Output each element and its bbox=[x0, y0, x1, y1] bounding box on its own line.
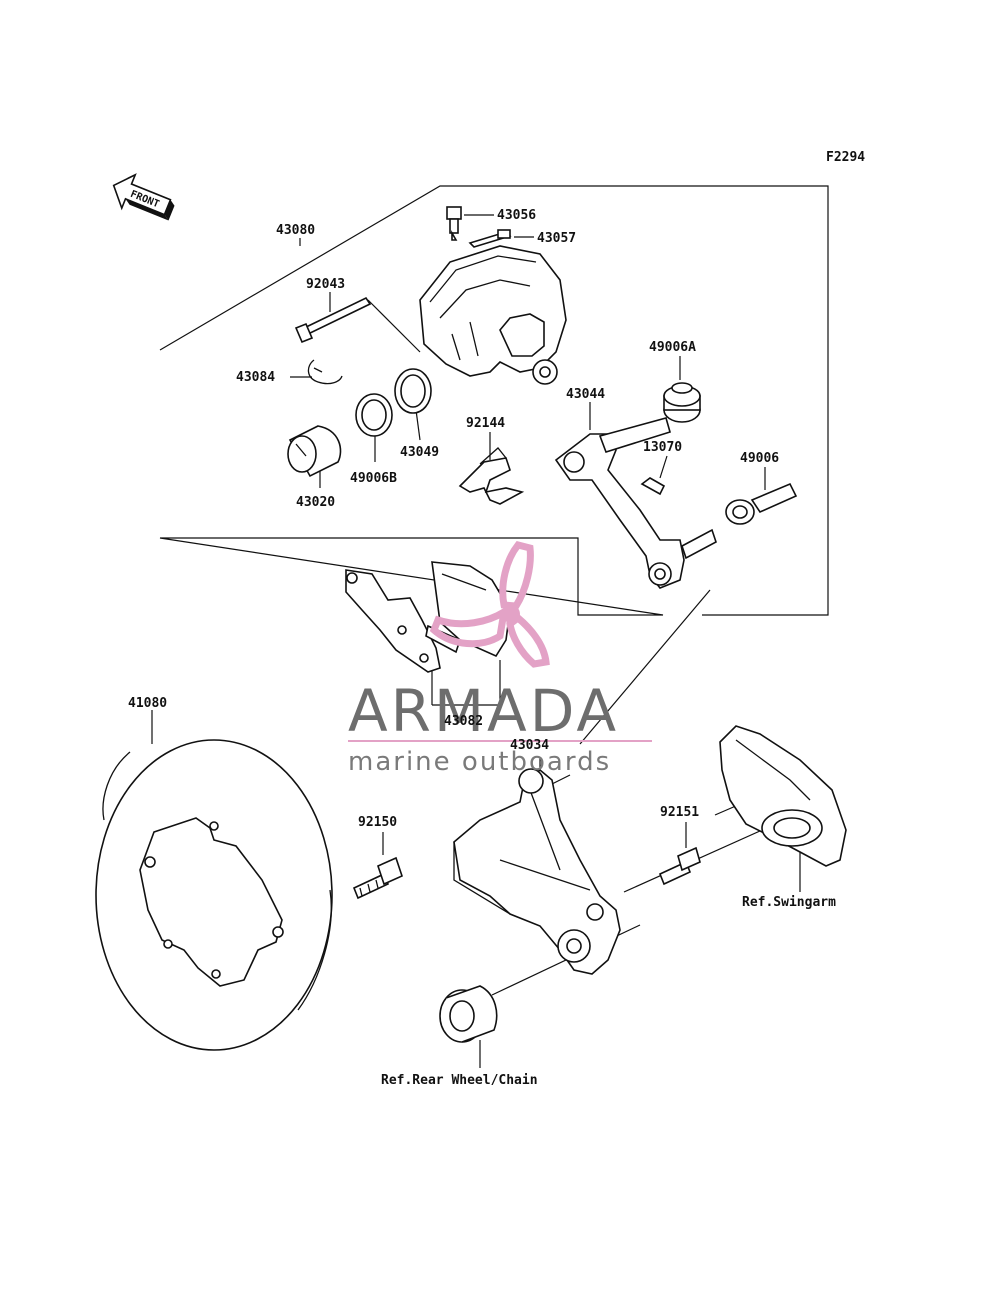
label-49006: 49006 bbox=[740, 451, 779, 466]
label-43082: 43082 bbox=[444, 714, 483, 729]
boot-49006 bbox=[725, 482, 798, 525]
piston-seal-43049 bbox=[394, 368, 432, 414]
part-labels: 43056 43057 43080 92043 43084 49006A 430… bbox=[128, 208, 836, 1088]
label-92144: 92144 bbox=[466, 416, 505, 431]
label-92043: 92043 bbox=[306, 277, 345, 292]
label-43084: 43084 bbox=[236, 370, 275, 385]
watermark-name: ARMADA bbox=[348, 677, 619, 745]
reference-rear-wheel: Ref.Rear Wheel/Chain bbox=[381, 1073, 538, 1088]
label-43049: 43049 bbox=[400, 445, 439, 460]
rear-wheel-collar-part bbox=[439, 985, 498, 1043]
label-49006b: 49006B bbox=[350, 471, 397, 486]
brake-disc-41080 bbox=[95, 739, 333, 1051]
boot-49006a bbox=[663, 382, 701, 423]
label-41080: 41080 bbox=[128, 696, 167, 711]
propeller-logo-icon bbox=[429, 541, 550, 668]
pin-clip-43084 bbox=[307, 359, 343, 385]
disc-bolt-92150 bbox=[352, 856, 403, 900]
label-43020: 43020 bbox=[296, 495, 335, 510]
reference-swingarm: Ref.Swingarm bbox=[742, 895, 836, 910]
label-92150: 92150 bbox=[358, 815, 397, 830]
pad-pin-92043 bbox=[294, 296, 372, 344]
label-92151: 92151 bbox=[660, 805, 699, 820]
brake-pads-43082 bbox=[345, 561, 511, 673]
label-43034: 43034 bbox=[510, 738, 549, 753]
plate-13070 bbox=[640, 477, 666, 496]
caliper-bracket-43034 bbox=[453, 768, 621, 975]
bleeder-valve-43056 bbox=[446, 206, 462, 241]
dust-seal-49006b bbox=[355, 393, 393, 437]
bracket-bolt-92151 bbox=[658, 846, 701, 886]
label-43057: 43057 bbox=[537, 231, 576, 246]
caliper-holder-43044 bbox=[554, 417, 717, 589]
watermark: ARMADA marine outboards bbox=[348, 541, 652, 777]
watermark-tagline: marine outboards bbox=[348, 747, 611, 777]
caliper-body bbox=[419, 245, 567, 385]
figure-code: F2294 bbox=[826, 150, 865, 165]
pad-spring-92144 bbox=[458, 447, 525, 505]
caliper-assembly-frame bbox=[159, 185, 829, 616]
swingarm-reference-part bbox=[719, 725, 847, 867]
front-arrow-icon: FRONT bbox=[112, 173, 175, 221]
label-13070: 13070 bbox=[643, 440, 682, 455]
label-49006a: 49006A bbox=[649, 340, 696, 355]
piston-43020 bbox=[287, 425, 342, 478]
label-43080: 43080 bbox=[276, 223, 315, 238]
label-43044: 43044 bbox=[566, 387, 605, 402]
bleeder-cap-43057 bbox=[468, 229, 512, 248]
label-43056: 43056 bbox=[497, 208, 536, 223]
